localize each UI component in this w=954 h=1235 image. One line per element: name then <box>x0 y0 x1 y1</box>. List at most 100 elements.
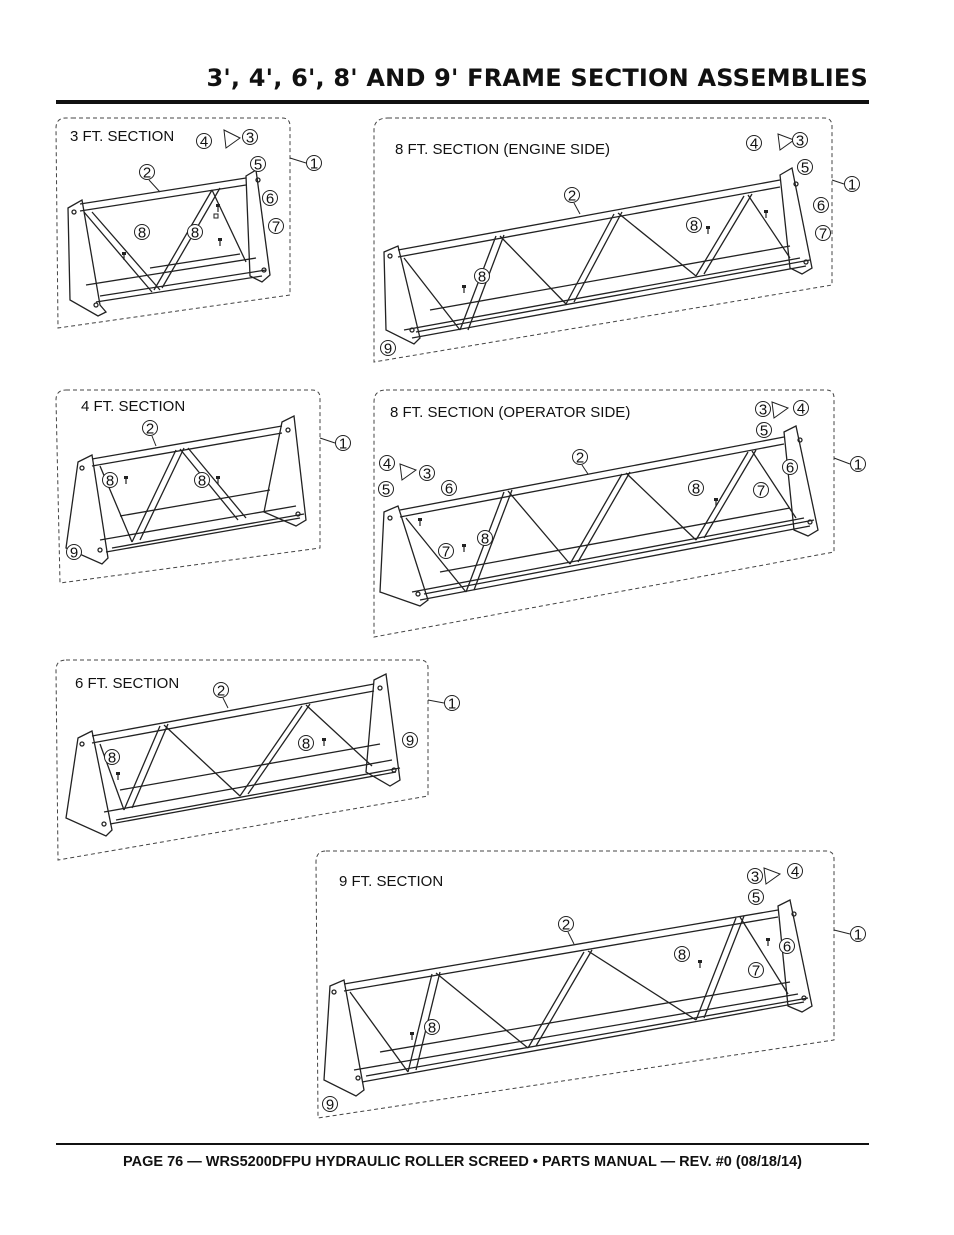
svg-text:4: 4 <box>791 864 799 881</box>
callout-4 <box>379 455 395 471</box>
callout-5 <box>797 159 813 175</box>
svg-text:3: 3 <box>423 466 431 483</box>
callout-3 <box>242 129 258 145</box>
section-3ft-label: 3 FT. SECTION <box>70 128 174 145</box>
svg-text:5: 5 <box>254 157 262 174</box>
callout-8 <box>102 472 118 488</box>
callout-5 <box>378 481 394 497</box>
svg-text:3: 3 <box>246 130 254 147</box>
callout-8 <box>474 268 490 284</box>
svg-text:1: 1 <box>339 436 347 453</box>
svg-text:2: 2 <box>217 683 225 700</box>
svg-text:1: 1 <box>854 457 862 474</box>
callout-8 <box>674 946 690 962</box>
callout-9 <box>66 544 82 560</box>
svg-text:4: 4 <box>750 136 758 153</box>
svg-text:1: 1 <box>854 927 862 944</box>
section-8ft-operator-frame <box>379 425 819 607</box>
section-9ft-label: 9 FT. SECTION <box>339 873 443 890</box>
section-8ft-operator-label: 8 FT. SECTION (OPERATOR SIDE) <box>390 404 630 421</box>
svg-text:8: 8 <box>302 736 310 753</box>
callout-1 <box>444 695 460 711</box>
section-8ft-operator-boundary <box>373 389 835 638</box>
svg-text:8: 8 <box>428 1020 436 1037</box>
section-4ft: 4 FT. SECTION 1 2 8 8 9 <box>55 389 351 584</box>
callout-9 <box>322 1096 338 1112</box>
svg-text:3: 3 <box>751 869 759 886</box>
svg-text:1: 1 <box>310 156 318 173</box>
callout-6 <box>441 480 457 496</box>
callout-8 <box>187 224 203 240</box>
svg-text:2: 2 <box>143 165 151 182</box>
page-title: 3', 4', 6', 8' AND 9' FRAME SECTION ASSE… <box>206 64 868 92</box>
callout-6 <box>262 190 278 206</box>
callout-4 <box>746 135 762 151</box>
callout-5 <box>756 422 772 438</box>
section-6ft-boundary <box>55 659 429 861</box>
section-6ft-label: 6 FT. SECTION <box>75 675 179 692</box>
header-rule <box>56 100 869 104</box>
svg-text:6: 6 <box>266 191 274 208</box>
svg-text:8: 8 <box>198 473 206 490</box>
svg-text:8: 8 <box>106 473 114 490</box>
section-6ft-frame <box>65 673 401 837</box>
section-9ft-boundary <box>315 850 835 1119</box>
callout-8 <box>424 1019 440 1035</box>
section-4ft-frame <box>65 415 307 565</box>
svg-text:7: 7 <box>757 483 765 500</box>
page-footer: PAGE 76 — WRS5200DFPU HYDRAULIC ROLLER S… <box>123 1154 802 1170</box>
callout-2 <box>564 187 580 203</box>
square-nut-icon <box>213 213 219 219</box>
svg-text:9: 9 <box>406 733 414 750</box>
section-9ft: 9 FT. SECTION 1 2 <box>315 850 866 1119</box>
callout-4 <box>787 863 803 879</box>
callout-1 <box>850 926 866 942</box>
svg-text:9: 9 <box>70 545 78 562</box>
section-4ft-boundary <box>55 389 321 584</box>
section-3ft-boundary <box>55 117 291 329</box>
svg-text:4: 4 <box>383 456 391 473</box>
svg-text:7: 7 <box>819 226 827 243</box>
svg-text:5: 5 <box>752 890 760 907</box>
callout-3 <box>755 401 771 417</box>
callout-3 <box>419 465 435 481</box>
callout-7 <box>268 218 284 234</box>
callout-7 <box>753 482 769 498</box>
svg-text:5: 5 <box>801 160 809 177</box>
callout-1 <box>335 435 351 451</box>
callout-9 <box>402 732 418 748</box>
callout-3 <box>747 868 763 884</box>
svg-text:3: 3 <box>796 133 804 150</box>
svg-text:6: 6 <box>783 939 791 956</box>
callout-8 <box>477 530 493 546</box>
callout-9 <box>380 340 396 356</box>
svg-text:9: 9 <box>326 1097 334 1114</box>
svg-text:8: 8 <box>690 218 698 235</box>
svg-text:6: 6 <box>445 481 453 498</box>
section-8ft-engine-side: 8 FT. SECTION (ENGINE SIDE) 1 <box>373 117 860 363</box>
svg-text:1: 1 <box>448 696 456 713</box>
svg-text:7: 7 <box>272 219 280 236</box>
callout-6 <box>782 459 798 475</box>
callout-8 <box>104 749 120 765</box>
svg-text:2: 2 <box>146 421 154 438</box>
callout-2 <box>572 449 588 465</box>
svg-text:8: 8 <box>108 750 116 767</box>
svg-text:8: 8 <box>478 269 486 286</box>
svg-text:8: 8 <box>481 531 489 548</box>
svg-text:8: 8 <box>692 481 700 498</box>
callout-7 <box>748 962 764 978</box>
callout-4 <box>793 400 809 416</box>
svg-text:6: 6 <box>786 460 794 477</box>
svg-text:7: 7 <box>442 544 450 561</box>
footer-rule <box>56 1143 869 1145</box>
callout-8 <box>194 472 210 488</box>
callout-7 <box>815 225 831 241</box>
callout-7 <box>438 543 454 559</box>
callout-4 <box>196 133 212 149</box>
svg-text:8: 8 <box>678 947 686 964</box>
callout-2 <box>139 164 155 180</box>
svg-text:1: 1 <box>848 177 856 194</box>
svg-text:8: 8 <box>191 225 199 242</box>
svg-text:9: 9 <box>384 341 392 358</box>
